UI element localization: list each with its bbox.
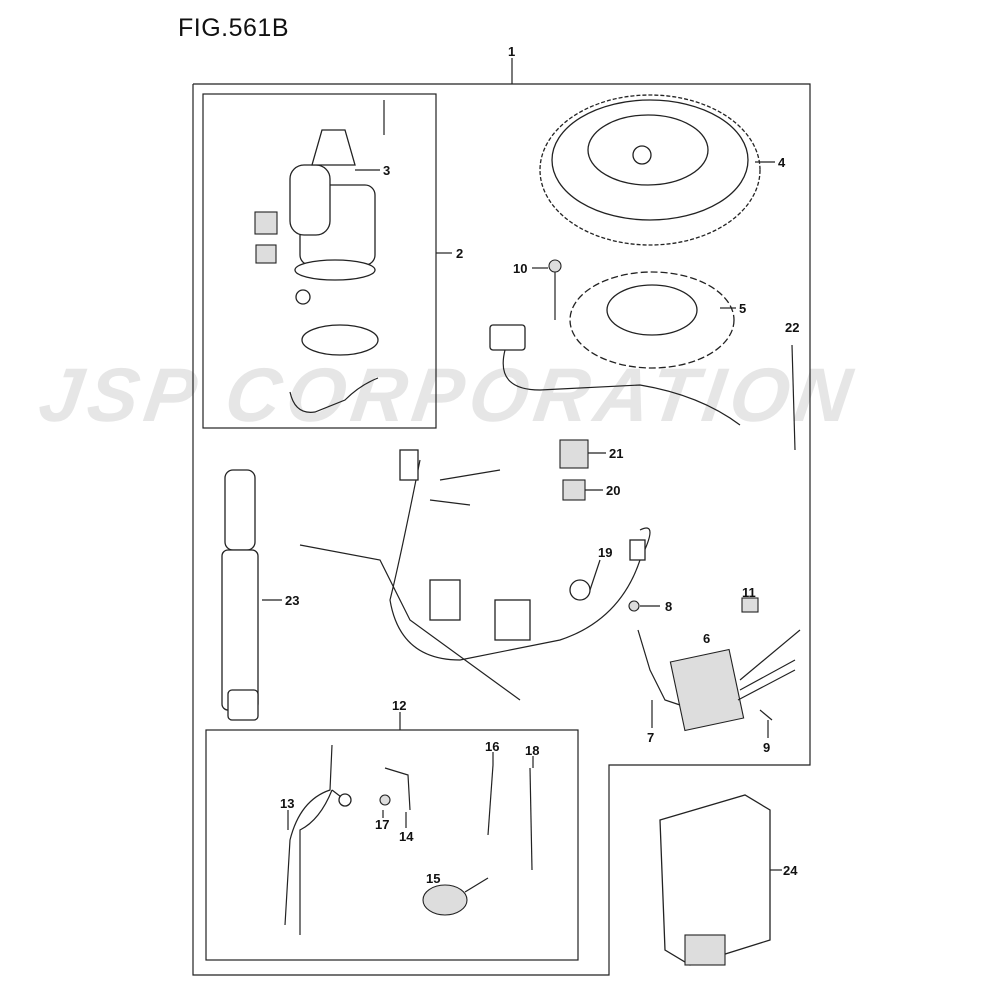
callout-14: 14: [399, 829, 414, 844]
callout-5: 5: [739, 301, 746, 316]
cable-tie-18: [529, 767, 533, 871]
callout-19: 19: [598, 545, 612, 560]
stator: [489, 259, 741, 426]
callout-12: 12: [392, 698, 406, 713]
callout-24: 24: [783, 863, 798, 878]
starter-motor: [254, 100, 385, 413]
battery-cable-13: [284, 744, 346, 935]
callout-18: 18: [525, 743, 539, 758]
cable-tie-16: [487, 764, 494, 836]
figure-title: FIG.561B: [178, 14, 289, 42]
callout-7: 7: [647, 730, 654, 745]
callout-11: 11: [742, 585, 756, 600]
callout-1: 1: [508, 44, 515, 59]
bracket-14: [384, 767, 411, 811]
bolt-17: [379, 794, 391, 806]
callout-15: 15: [426, 871, 440, 886]
callout-8: 8: [665, 599, 672, 614]
callout-13: 13: [280, 796, 294, 811]
regulator-rectifier: [628, 597, 801, 732]
relay-20: [562, 479, 586, 501]
callout-17: 17: [375, 817, 389, 832]
subassembly-frame-2: [202, 93, 437, 429]
callout-20: 20: [606, 483, 620, 498]
cable-tie-22: [791, 344, 796, 451]
wire-harness: [299, 449, 651, 701]
callout-3: 3: [383, 163, 390, 178]
callout-6: 6: [703, 631, 710, 646]
callout-21: 21: [609, 446, 623, 461]
subassembly-frame-12: [205, 729, 579, 961]
callout-16: 16: [485, 739, 499, 754]
relay-21: [559, 439, 589, 469]
callout-10: 10: [513, 261, 527, 276]
callout-22: 22: [785, 320, 799, 335]
callout-4: 4: [778, 155, 786, 170]
callout-9: 9: [763, 740, 770, 755]
flywheel: [539, 94, 761, 246]
callout-2: 2: [456, 246, 463, 261]
assembly-frame: [192, 83, 811, 976]
callout-23: 23: [285, 593, 299, 608]
camshaft: [221, 469, 259, 721]
ecu-module: [659, 794, 771, 966]
sensor-15: [422, 884, 468, 916]
